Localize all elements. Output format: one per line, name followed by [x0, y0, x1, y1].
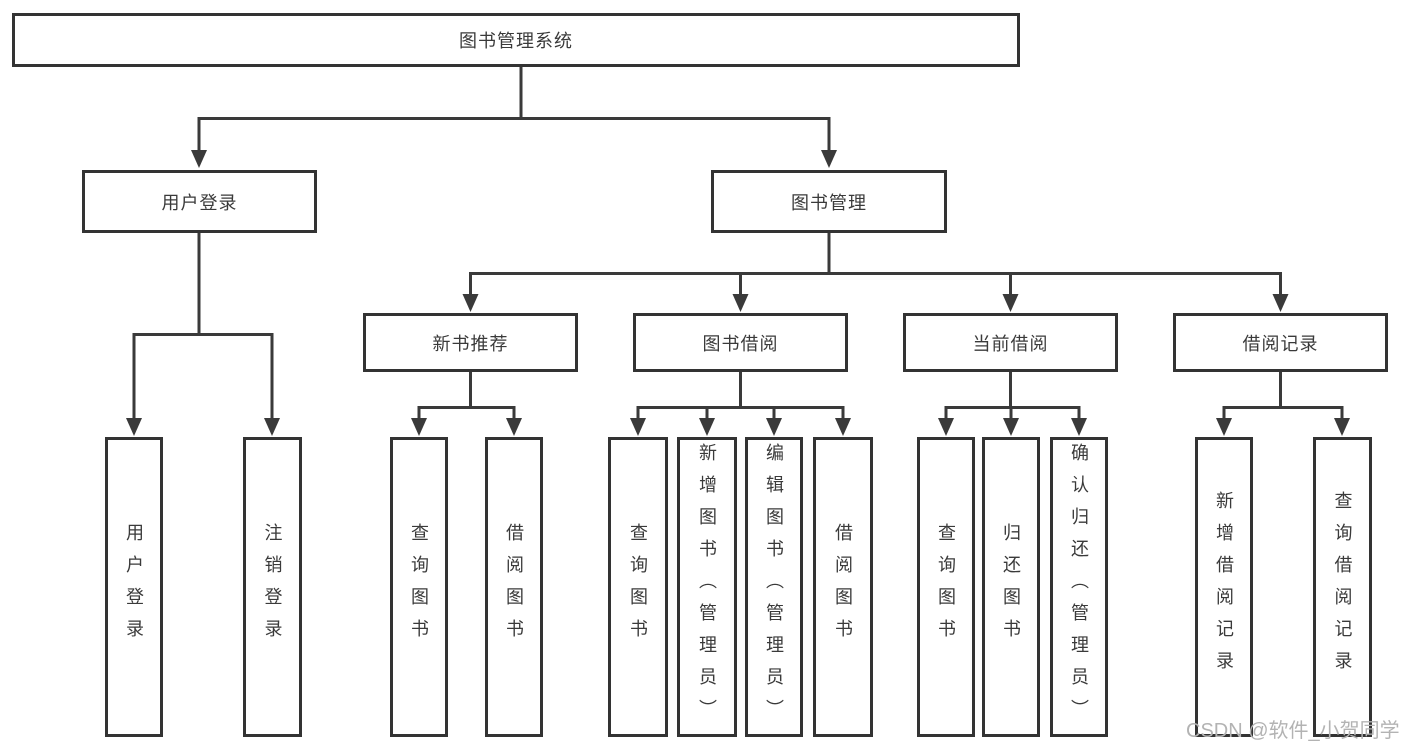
connector-paths: [132, 67, 1344, 428]
arrowhead-icon: [1216, 418, 1232, 436]
leaf-records-add-record: 新增借阅记录: [1195, 437, 1253, 737]
leaf-logout-label: 注销登录: [262, 523, 283, 651]
node-current-borrowing-label: 当前借阅: [972, 333, 1049, 354]
arrowhead-icon: [462, 294, 479, 312]
arrowhead-icon: [1071, 418, 1087, 436]
node-new-book-recommendation: 新书推荐: [363, 313, 578, 372]
arrowhead-icon: [411, 418, 427, 436]
leaf-borrowing-add-book-admin-label: 新增图书（管理员）: [697, 443, 717, 731]
leaf-current-return-book: 归还图书: [982, 437, 1040, 737]
arrowhead-icon: [821, 150, 837, 168]
arrowhead-icon: [699, 418, 715, 436]
leaf-borrowing-add-book-admin: 新增图书（管理员）: [677, 437, 737, 737]
arrowheads: [126, 150, 1350, 436]
leaf-borrowing-borrow-book: 借阅图书: [813, 437, 873, 737]
leaf-recommend-borrow-book-label: 借阅图书: [504, 523, 524, 651]
arrowhead-icon: [835, 418, 851, 436]
arrowhead-icon: [506, 418, 522, 436]
node-root-label: 图书管理系统: [459, 31, 573, 51]
arrowhead-icon: [938, 418, 954, 436]
leaf-current-confirm-return-admin-label: 确认归还（管理员）: [1069, 443, 1089, 731]
leaf-user-login: 用户登录: [105, 437, 163, 737]
leaf-user-login-label: 用户登录: [124, 523, 144, 651]
leaf-borrowing-borrow-book-label: 借阅图书: [833, 523, 853, 651]
leaf-current-confirm-return-admin: 确认归还（管理员）: [1050, 437, 1108, 737]
leaf-records-query-record: 查询借阅记录: [1313, 437, 1372, 737]
arrowhead-icon: [1272, 294, 1289, 312]
leaf-records-add-record-label: 新增借阅记录: [1214, 491, 1234, 683]
node-user-login: 用户登录: [82, 170, 317, 233]
node-borrowing-records: 借阅记录: [1173, 313, 1388, 372]
node-borrowing-records-label: 借阅记录: [1242, 333, 1319, 354]
node-book-management-label: 图书管理: [791, 192, 867, 213]
leaf-borrowing-query-book-label: 查询图书: [628, 523, 648, 651]
leaf-recommend-borrow-book: 借阅图书: [485, 437, 543, 737]
node-current-borrowing: 当前借阅: [903, 313, 1118, 372]
leaf-recommend-query-book: 查询图书: [390, 437, 448, 737]
arrowhead-icon: [264, 418, 280, 436]
arrowhead-icon: [630, 418, 646, 436]
leaf-recommend-query-book-label: 查询图书: [409, 523, 429, 651]
node-new-book-recommendation-label: 新书推荐: [432, 333, 509, 354]
leaf-current-query-book: 查询图书: [917, 437, 975, 737]
leaf-current-query-book-label: 查询图书: [936, 523, 956, 651]
arrowhead-icon: [732, 294, 749, 312]
leaf-borrowing-edit-book-admin: 编辑图书（管理员）: [745, 437, 803, 737]
leaf-borrowing-query-book: 查询图书: [608, 437, 668, 737]
arrowhead-icon: [126, 418, 142, 436]
node-book-management: 图书管理: [711, 170, 947, 233]
arrowhead-icon: [191, 150, 207, 168]
leaf-current-return-book-label: 归还图书: [1001, 523, 1021, 651]
watermark: CSDN @软件_小贺同学: [1186, 720, 1400, 742]
leaf-logout: 注销登录: [243, 437, 302, 737]
arrowhead-icon: [1334, 418, 1350, 436]
arrowhead-icon: [1002, 294, 1019, 312]
arrowhead-icon: [1003, 418, 1019, 436]
node-user-login-label: 用户登录: [161, 192, 238, 213]
node-book-borrowing-label: 图书借阅: [702, 333, 779, 354]
leaf-records-query-record-label: 查询借阅记录: [1332, 491, 1353, 683]
leaf-borrowing-edit-book-admin-label: 编辑图书（管理员）: [764, 443, 784, 731]
arrowhead-icon: [766, 418, 782, 436]
node-root-system: 图书管理系统: [12, 13, 1020, 67]
node-book-borrowing: 图书借阅: [633, 313, 848, 372]
